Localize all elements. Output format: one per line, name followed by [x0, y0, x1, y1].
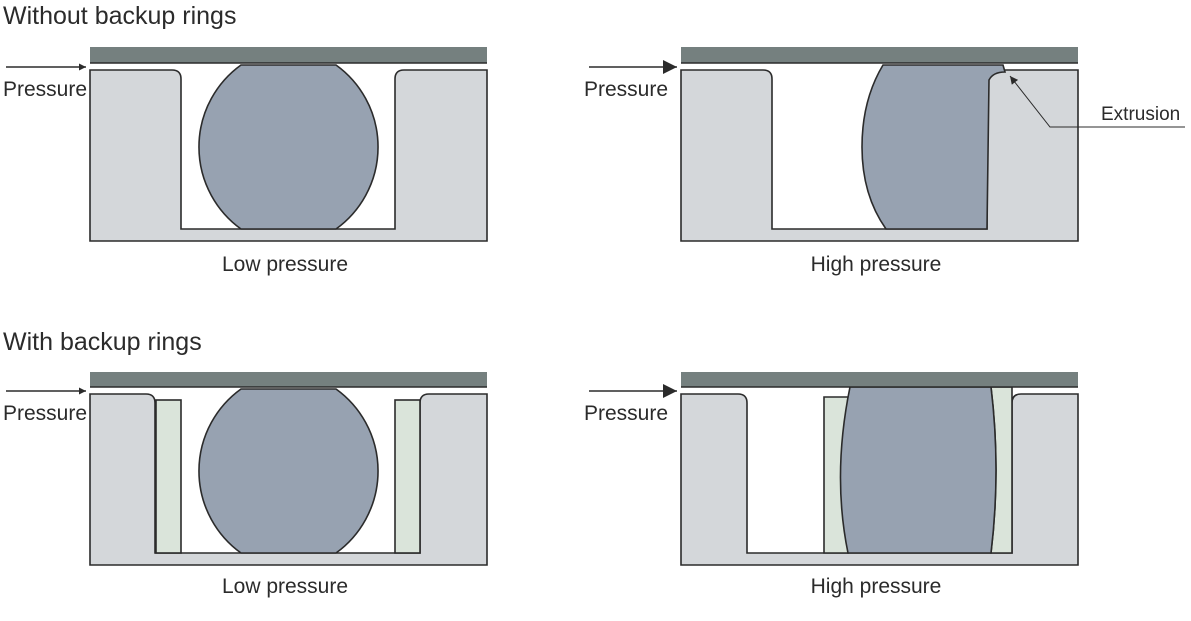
- shaft: [90, 372, 487, 387]
- panel-caption: Low pressure: [222, 253, 348, 276]
- panel-with-low-pressure: Pressure Low pressure: [3, 372, 488, 598]
- panel-caption: High pressure: [811, 253, 942, 276]
- section-title: With backup rings: [3, 328, 202, 356]
- pressure-label: Pressure: [584, 402, 668, 425]
- pressure-label: Pressure: [584, 78, 668, 101]
- extrusion-leader: [1009, 75, 1185, 128]
- o-ring: [839, 386, 997, 554]
- panel-without-high-pressure: Pressure Extrusion High pressure: [584, 47, 1185, 276]
- pressure-label: Pressure: [3, 78, 87, 101]
- shaft: [681, 372, 1078, 387]
- shaft: [90, 47, 487, 63]
- section-title: Without backup rings: [3, 2, 236, 30]
- o-ring: [198, 388, 379, 554]
- panel-without-low-pressure: Pressure Low pressure: [3, 47, 488, 276]
- backup-ring-right: [394, 399, 421, 554]
- pressure-label: Pressure: [3, 402, 87, 425]
- o-ring: [198, 64, 379, 230]
- panel-with-high-pressure: Pressure High pressure: [584, 372, 1079, 598]
- shaft: [681, 47, 1078, 63]
- panel-caption: Low pressure: [222, 575, 348, 598]
- housing: [89, 69, 488, 242]
- backup-ring-left: [155, 399, 182, 554]
- o-ring: [861, 64, 1007, 230]
- extrusion-callout: Extrusion: [1101, 104, 1180, 125]
- panel-caption: High pressure: [811, 575, 942, 598]
